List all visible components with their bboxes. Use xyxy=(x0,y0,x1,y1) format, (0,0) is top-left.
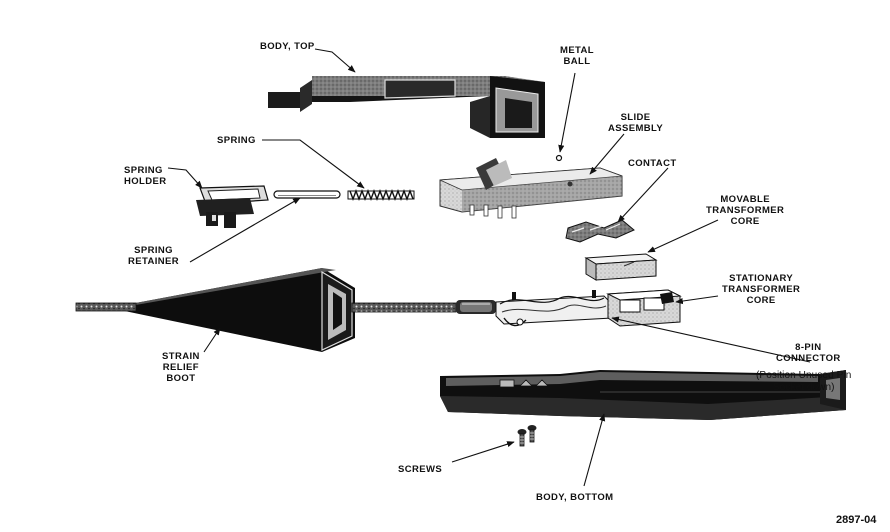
metal-ball-part xyxy=(555,154,563,162)
spring-retainer-part xyxy=(273,190,341,199)
leader-stationary-core xyxy=(675,295,719,305)
label-slide-assembly: SLIDE ASSEMBLY xyxy=(608,112,664,134)
body-top-part xyxy=(268,76,545,138)
label-connector-note: (Position Unused Pin Socket down) xyxy=(756,370,852,393)
spring-holder-part xyxy=(196,185,269,228)
leader-lines xyxy=(167,48,811,487)
label-screws: SCREWS xyxy=(398,464,443,475)
label-contact: CONTACT xyxy=(628,158,677,169)
label-body-top: BODY, TOP xyxy=(260,41,315,52)
label-spring: SPRING xyxy=(217,135,256,146)
figure-number: 2897-04 xyxy=(836,514,877,526)
movable-core-part xyxy=(584,253,658,281)
leader-body-bottom xyxy=(583,413,606,487)
label-stationary-core: STATIONARY TRANSFORMER CORE xyxy=(722,273,801,306)
leader-spring-retainer xyxy=(189,197,301,263)
leader-metal-ball xyxy=(558,72,576,153)
leader-slide-assembly xyxy=(589,133,625,175)
screws-part xyxy=(517,425,537,447)
slide-assembly-part xyxy=(439,158,623,219)
label-movable-core: MOVABLE TRANSFORMER CORE xyxy=(706,194,785,227)
leader-connector xyxy=(611,316,811,363)
leader-spring-holder xyxy=(167,167,203,189)
body-bottom-part xyxy=(440,370,846,420)
leader-movable-core xyxy=(647,219,719,253)
leader-contact xyxy=(617,167,669,223)
leader-strain-relief-boot xyxy=(203,327,221,353)
leader-screws xyxy=(451,441,515,463)
label-body-bottom: BODY, BOTTOM xyxy=(536,492,614,503)
leader-spring xyxy=(262,139,365,189)
contact-part xyxy=(565,219,635,243)
label-metal-ball: METAL BALL xyxy=(560,45,595,67)
label-spring-holder: SPRING HOLDER xyxy=(124,165,167,187)
label-spring-retainer: SPRING RETAINER xyxy=(128,245,180,267)
cable-part xyxy=(75,300,496,314)
stationary-core-part xyxy=(495,289,682,327)
strain-relief-boot-part xyxy=(120,268,355,352)
leader-body-top xyxy=(314,48,356,73)
label-connector: 8-PIN CONNECTOR xyxy=(776,342,841,364)
spring-part xyxy=(347,189,415,201)
label-strain-relief-boot: STRAIN RELIEF BOOT xyxy=(162,351,200,384)
